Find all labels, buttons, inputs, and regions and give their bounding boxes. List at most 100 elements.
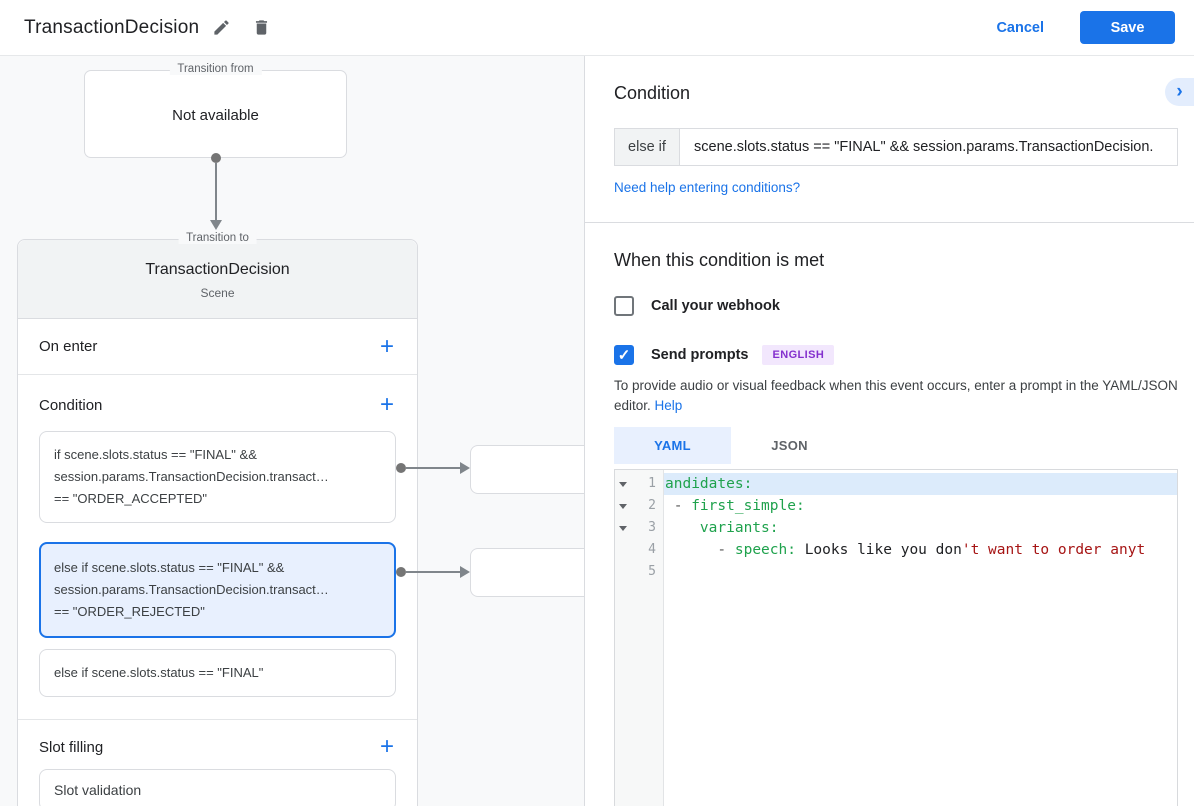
editor-gutter: 1 2 3 4 5 (615, 470, 664, 806)
code-token: speech: (734, 542, 796, 558)
condition-heading: Condition (614, 83, 691, 103)
code-token: - (673, 498, 692, 514)
condition-detail-panel: Condition › else if Need help entering c… (584, 56, 1194, 806)
code-token (665, 520, 700, 536)
scene-card-title: TransactionDecision (145, 261, 290, 278)
condition-line: else if scene.slots.status == "FINAL" && (54, 560, 285, 575)
transition-from-value: Not available (172, 107, 259, 124)
yaml-editor[interactable]: 1 2 3 4 5 andidates: - first_simple: variant… (614, 469, 1178, 806)
transition-to-legend: Transition to (178, 232, 257, 244)
save-button[interactable]: Save (1080, 11, 1175, 44)
send-prompts-checkbox[interactable]: ✓ (614, 345, 634, 365)
arrow-right-icon (460, 566, 470, 578)
code-line[interactable]: variants: (664, 517, 1177, 539)
top-bar: TransactionDecision Cancel Save (0, 0, 1194, 56)
connector-dot (396, 463, 406, 473)
condition-item-final[interactable]: else if scene.slots.status == "FINAL" (39, 649, 396, 697)
condition-item-rejected-selected[interactable]: else if scene.slots.status == "FINAL" &&… (39, 542, 396, 638)
chevron-right-icon: › (1176, 81, 1183, 102)
help-link[interactable]: Help (654, 398, 683, 413)
line-number: 2 (648, 498, 656, 513)
transition-target-box[interactable] (470, 548, 584, 597)
condition-expression-input[interactable] (680, 128, 1178, 166)
connector-line (406, 571, 460, 573)
call-webhook-checkbox[interactable] (614, 296, 634, 316)
connector-line (215, 163, 217, 220)
connector-line (406, 467, 460, 469)
condition-section-row: Condition + (18, 391, 417, 419)
code-token: variants: (699, 520, 779, 536)
cancel-button[interactable]: Cancel (996, 19, 1044, 36)
scene-card-header: TransactionDecision Scene (18, 240, 417, 319)
tab-json[interactable]: JSON (771, 438, 808, 453)
condition-expression-row: else if (614, 128, 1178, 166)
add-on-enter-button[interactable]: + (379, 332, 394, 360)
code-token: Looks like you don (795, 542, 962, 558)
trash-icon (255, 20, 267, 35)
code-line[interactable]: andidates: (664, 473, 1177, 495)
condition-prefix-label: else if (614, 128, 680, 166)
condition-line: if scene.slots.status == "FINAL" && (54, 447, 257, 462)
page-title: TransactionDecision (24, 16, 200, 38)
condition-section-label: Condition (39, 396, 103, 414)
code-line[interactable] (664, 561, 1177, 583)
code-token: first_simple: (691, 498, 805, 514)
editor-tabs: YAML JSON (614, 427, 848, 464)
condition-line: == "ORDER_REJECTED" (54, 604, 205, 619)
slot-filling-label: Slot filling (39, 738, 104, 756)
section-divider (18, 719, 417, 720)
language-badge: ENGLISH (762, 345, 835, 365)
condition-help-link[interactable]: Need help entering conditions? (614, 180, 801, 195)
code-token: - (717, 542, 735, 558)
prompts-description: To provide audio or visual feedback when… (614, 376, 1180, 416)
code-token: 't want to order anyt (961, 542, 1146, 558)
scene-card: Transition to TransactionDecision Scene … (17, 232, 418, 806)
when-met-heading: When this condition is met (614, 250, 825, 270)
line-number: 3 (648, 520, 656, 535)
on-enter-row: On enter + (18, 319, 417, 375)
slot-filling-row: Slot filling + (18, 733, 417, 761)
gutter-line[interactable]: 3 (615, 517, 663, 539)
edit-scene-button[interactable] (203, 10, 239, 46)
call-webhook-label: Call your webhook (651, 298, 780, 314)
line-number: 5 (648, 564, 656, 579)
fold-arrow-icon[interactable] (619, 504, 627, 509)
condition-line: else if scene.slots.status == "FINAL" (54, 665, 264, 680)
tab-yaml[interactable]: YAML (614, 427, 731, 464)
panel-divider (585, 222, 1194, 223)
code-token: andidates: (665, 476, 753, 492)
line-number: 4 (648, 542, 656, 557)
editor-code[interactable]: andidates: - first_simple: variants: - s… (664, 470, 1177, 806)
send-prompts-label: Send prompts (651, 347, 749, 363)
connector-dot (396, 567, 406, 577)
code-line[interactable]: - first_simple: (664, 495, 1177, 517)
gutter-line: 4 (615, 539, 663, 561)
add-condition-button[interactable]: + (379, 391, 394, 418)
fold-arrow-icon[interactable] (619, 482, 627, 487)
send-prompts-row: ✓ Send prompts ENGLISH (614, 345, 835, 365)
pencil-icon (214, 20, 229, 35)
condition-line: session.params.TransactionDecision.trans… (54, 469, 329, 484)
gutter-line: 5 (615, 561, 663, 583)
transition-from-box[interactable]: Transition from Not available (84, 63, 347, 158)
slot-validation-item[interactable]: Slot validation (39, 769, 396, 806)
transition-from-legend: Transition from (169, 63, 262, 75)
line-number: 1 (648, 476, 656, 491)
add-slot-button[interactable]: + (379, 733, 394, 760)
condition-line: == "ORDER_ACCEPTED" (54, 491, 207, 506)
scene-card-subtitle: Scene (200, 286, 235, 300)
code-line[interactable]: - speech: Looks like you don't want to o… (664, 539, 1177, 561)
delete-scene-button[interactable] (243, 10, 279, 46)
diagram-canvas: Transition from Not available Transition… (0, 56, 584, 806)
gutter-line[interactable]: 2 (615, 495, 663, 517)
condition-item-accepted[interactable]: if scene.slots.status == "FINAL" && sess… (39, 431, 396, 523)
connector-dot (211, 153, 221, 163)
collapse-panel-button[interactable]: › (1165, 78, 1194, 106)
arrow-down-icon (210, 220, 222, 230)
gutter-line[interactable]: 1 (615, 473, 663, 495)
fold-arrow-icon[interactable] (619, 526, 627, 531)
webhook-row: Call your webhook (614, 296, 780, 316)
transition-target-box[interactable] (470, 445, 584, 494)
prompts-description-text: To provide audio or visual feedback when… (614, 378, 1178, 413)
